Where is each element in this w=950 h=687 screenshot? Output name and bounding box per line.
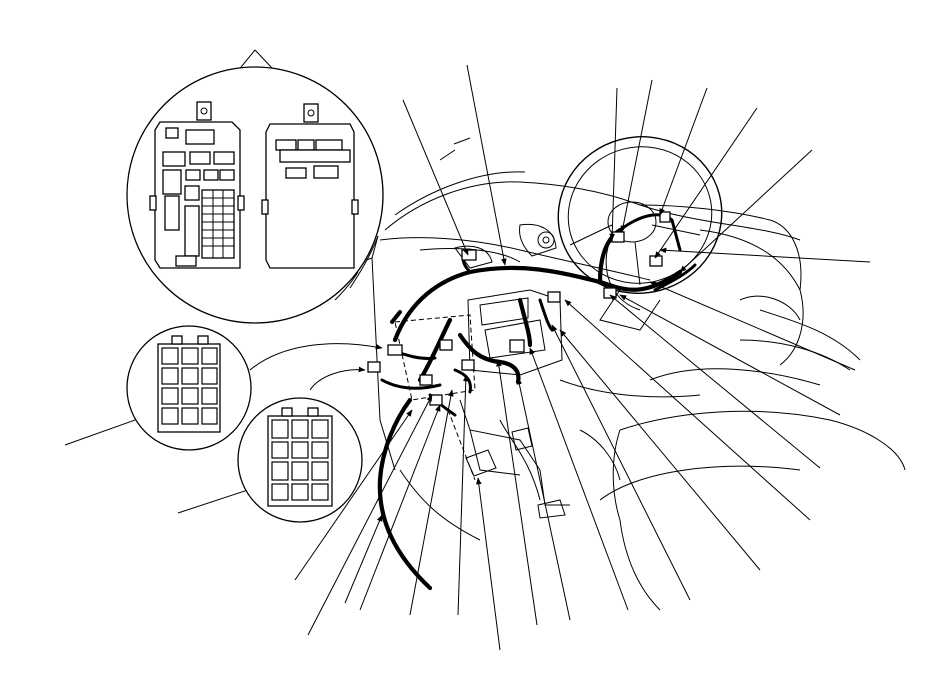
connector-detail-bubble-a (126, 325, 252, 451)
connector-detail-bubble-b (237, 397, 363, 523)
fuse-box-detail-bubble (126, 66, 384, 324)
under-dash-fuse-box (149, 101, 245, 269)
bubble-frame-lines (334, 137, 471, 301)
fuse-box-location (390, 310, 476, 481)
leader-lines (64, 49, 871, 651)
relay-box (261, 103, 359, 269)
steering-wheel (557, 136, 723, 331)
connectors (367, 211, 671, 406)
dashboard-outline (359, 171, 906, 611)
wire-harness (377, 213, 697, 591)
